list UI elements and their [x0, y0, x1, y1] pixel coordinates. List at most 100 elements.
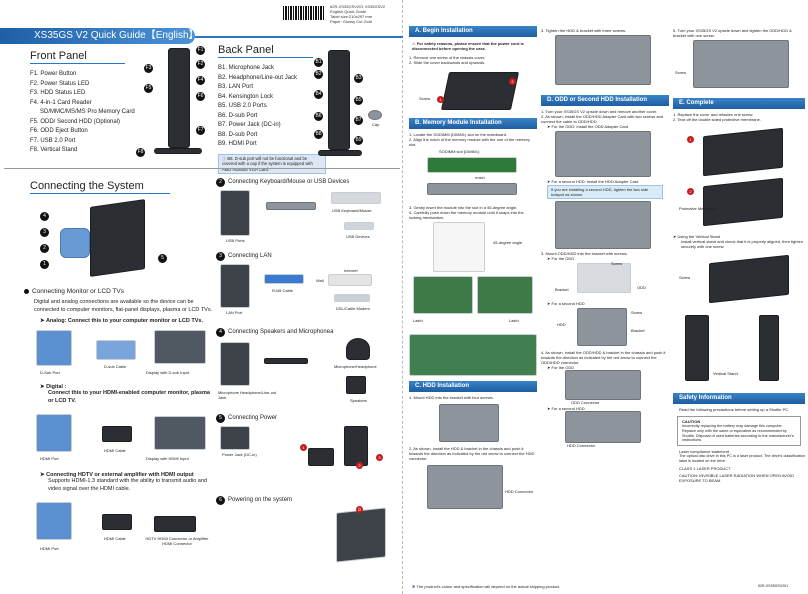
back-panel-item: B6. D-sub Port [218, 112, 258, 119]
tighten-chassis-image [555, 35, 651, 85]
back-panel-note: ⓘ B8. D-sub port will not be functional … [218, 153, 326, 174]
col-install-a: A. Begin Installation ⚠ For safety reaso… [409, 26, 537, 513]
hdd-header: C. HDD Installation [409, 381, 537, 392]
modem-label: DSL/Cable Modem [336, 306, 370, 311]
rj45-label: RJ45 Cable [272, 288, 293, 293]
analog-images: D-Sub Port D-sub Cable Display with D-su… [36, 330, 216, 380]
audio-cable-image [264, 358, 308, 364]
turn-screw-label: Screw [675, 70, 687, 75]
headphone-label: Microphone/Headphone [334, 364, 377, 369]
odd-sub: ➤ For a second HDD [547, 301, 585, 306]
back-panel-note-text: B8. D-sub port will not be functional an… [222, 155, 313, 172]
back-panel-item: B2. Headphone/Line-out Jack [218, 74, 298, 81]
memory-step: 1. Locate the SODIMM (DIMM1) slot on the… [409, 132, 508, 137]
dsub-cable-image [96, 340, 136, 360]
screw-label: Screw [419, 96, 431, 101]
hdmi-display-image [154, 416, 206, 450]
memory-angle-image [433, 222, 485, 272]
odd-sub: ➤ For a second HDD [547, 406, 585, 411]
system-box-image [90, 199, 145, 277]
odd-header: D. ODD or Second HDD Installation [541, 95, 669, 106]
odd-sub-text: For the ODD [551, 365, 575, 370]
latch-label: Latch [509, 318, 519, 323]
odd-install-image: ODD Connector [541, 370, 669, 405]
laser-caution: CAUTION: INVISIBLE LASER RADIATION WHEN … [679, 472, 794, 483]
sodimm-label: SODIMM slot (DIMM1) [439, 149, 480, 154]
front-panel-item: F3. HDD Status LED [30, 90, 86, 96]
memory-install-image [413, 276, 473, 314]
odd-adapter-photo [555, 131, 651, 177]
divider [4, 168, 400, 169]
memory-image-1: SODIMM slot (DIMM1) notch [409, 149, 537, 205]
dsub-cap-image [368, 110, 382, 120]
step1-intro: Digital and analog connections are avail… [34, 299, 213, 313]
power-adapter-image [308, 448, 334, 466]
back-device-stand [318, 150, 362, 156]
hdd-install-photo [565, 411, 641, 443]
odd-sub-text: For a second HDD [551, 301, 585, 306]
callout-b2: B2 [314, 70, 323, 79]
digital-title: ➤ Digital : [40, 384, 67, 390]
power-button-marker: ⏻ [356, 506, 363, 513]
hdd-connector-label-2: HDD Connector [567, 443, 596, 448]
memory-title: B. Memory Module Installation [415, 120, 502, 126]
stand-case-image [709, 254, 789, 304]
front-device-body [168, 48, 190, 148]
col-complete: 5. Turn your XS35GS V2 upside down and t… [673, 26, 805, 483]
front-panel-title: Front Panel [30, 50, 125, 64]
front-device-image: F1 F2 F3 F4 F5 F6 F7 F8 [136, 46, 210, 163]
latch-label: Latch [413, 318, 423, 323]
doc-code: 52R-XS35GSV201 [758, 584, 789, 588]
analog-heading: ➤ Analog: Connect this to your computer … [40, 318, 203, 324]
dsub-display-label: Display with D-sub Input [146, 370, 190, 375]
amp-display-image [154, 516, 196, 532]
odd-step: 2. As shown, install the ODD/HDD Adapter… [541, 114, 664, 124]
caution-text: Incorrectly replacing the battery may da… [682, 424, 794, 443]
memory-image-2: 45-degree angle Latch Latch [409, 222, 537, 332]
memory-header: B. Memory Module Installation [409, 118, 537, 129]
callout-f3: F3 [144, 64, 153, 73]
step4: 4 Connecting Speakers and Microphonea Mi… [216, 328, 398, 410]
memory-step: 3. Gently insert the module into the slo… [409, 205, 518, 210]
step3-heading: Connecting LAN [228, 253, 272, 259]
guide-title-bar: XS35GS V2 Quick Guide【English】 [0, 28, 199, 44]
odd-label: ODD [637, 285, 646, 290]
stand-upright-image-2 [759, 315, 779, 381]
odd-drive-image [577, 263, 631, 293]
laser-text: The optical disc drive in this PC is a l… [679, 454, 806, 463]
digital-text: Connect this to your HDMI-enabled comput… [48, 390, 210, 404]
usb-keyboard-image [331, 192, 381, 204]
usb-ports-label: USB Ports [226, 238, 245, 243]
back-panel-item: B4. Kensington Lock [218, 93, 274, 100]
hdd-image-2: HDD Connector [409, 463, 537, 513]
memory-step: 4. Carefully push down the memory module… [409, 210, 524, 220]
lan-port-label: LAN Port [226, 310, 243, 315]
digital-section: ➤ Digital : Connect this to your HDMI-en… [40, 384, 215, 405]
back-device-body [328, 50, 350, 150]
complete-step: 1. Replace the cover and refasten one sc… [673, 112, 754, 117]
front-panel-item: F7. USB 2.0 Port [30, 137, 76, 144]
callout-f1: F1 [196, 46, 205, 55]
amp-cable-label: HDMI Cable [104, 536, 126, 541]
rj45-cable-image [264, 274, 304, 284]
amp-title-text: Connecting HDTV or external amplifier wi… [46, 472, 194, 478]
connecting-title: Connecting the System [30, 180, 170, 194]
safety-header: Safety Information [673, 393, 805, 404]
step2-heading: Connecting Keyboard/Mouse or USB Devices [228, 179, 350, 185]
amp-display-label: HDTV HDMI Connector or Amplifier HDMI Co… [145, 536, 209, 546]
hdd-image-1 [409, 402, 537, 446]
front-panel-item: F5. ODD/ Second HDD (Optional) [30, 118, 121, 125]
audio-jack-image [220, 342, 250, 386]
warning-icon: ⚠ [412, 41, 417, 46]
wall-image [328, 274, 372, 286]
odd-warning: If you are installing a second HDD, tigh… [547, 185, 663, 199]
complete-callout-1: 1 [687, 136, 694, 143]
tighten-image [541, 35, 669, 87]
begin-warning-text: For safety reasons, please ensure that t… [412, 41, 524, 51]
headphone-image [346, 338, 370, 360]
back-panel-item: B7. Power Jack (DC-in) [218, 122, 281, 128]
callout-2: 2 [40, 244, 49, 253]
footer-note: ✱ The product's colour and specification… [412, 584, 732, 589]
stand-heading-text: Using the Vertical Stand [677, 234, 721, 239]
back-panel-list: B1. Microphone Jack B2. Headphone/Line-o… [218, 64, 338, 150]
